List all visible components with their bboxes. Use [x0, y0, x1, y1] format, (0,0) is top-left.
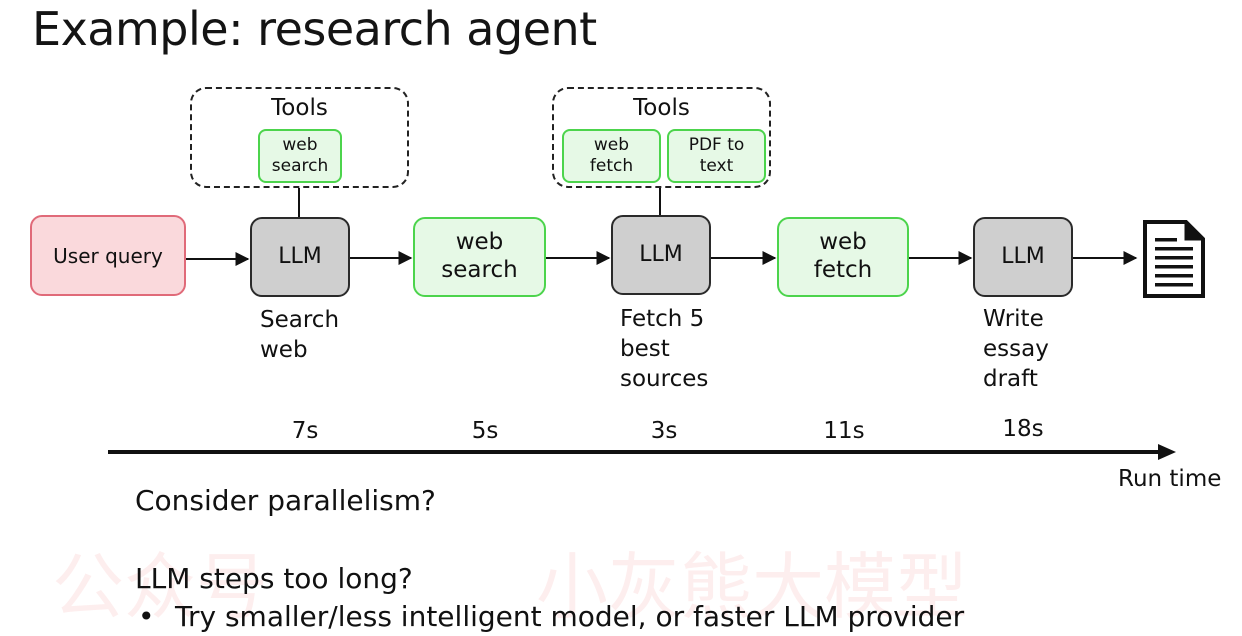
caption-write-draft: Write essay draft	[983, 306, 1049, 392]
note-parallelism: Consider parallelism?	[135, 484, 436, 517]
web-search-node: web search	[413, 217, 546, 297]
slide-title: Example: research agent	[32, 2, 597, 56]
duration-llm-write: 18s	[1002, 416, 1044, 442]
tool-chip-web-search: web search	[258, 129, 342, 183]
run-time-axis-arrowhead	[1158, 444, 1176, 460]
note-llm-steps: LLM steps too long?	[135, 562, 413, 595]
tools-group-label: Tools	[271, 95, 328, 121]
user-query-node: User query	[30, 215, 186, 296]
llm-node-write: LLM	[973, 217, 1073, 297]
duration-web-fetch: 11s	[823, 418, 865, 444]
tools-group-fetch: Tools web fetch PDF to text	[552, 87, 771, 188]
bullet-marker: •	[138, 600, 155, 633]
duration-llm-fetch: 3s	[650, 418, 678, 444]
caption-fetch-sources: Fetch 5 best sources	[620, 306, 709, 392]
tool-chip-web-fetch: web fetch	[562, 129, 661, 183]
tool-chip-pdf-to-text: PDF to text	[667, 129, 766, 183]
run-time-label: Run time	[1118, 466, 1222, 492]
caption-search-web: Search web	[260, 307, 340, 363]
document-icon	[1143, 220, 1205, 298]
tools-group-search: Tools web search	[190, 87, 409, 188]
llm-node-search: LLM	[250, 217, 350, 297]
duration-llm-search: 7s	[291, 418, 319, 444]
web-fetch-node: web fetch	[777, 217, 909, 297]
duration-web-search: 5s	[471, 418, 499, 444]
llm-node-fetch: LLM	[611, 215, 711, 295]
note-bullet-model: Try smaller/less intelligent model, or f…	[175, 600, 965, 633]
tools-group-label: Tools	[633, 95, 690, 121]
